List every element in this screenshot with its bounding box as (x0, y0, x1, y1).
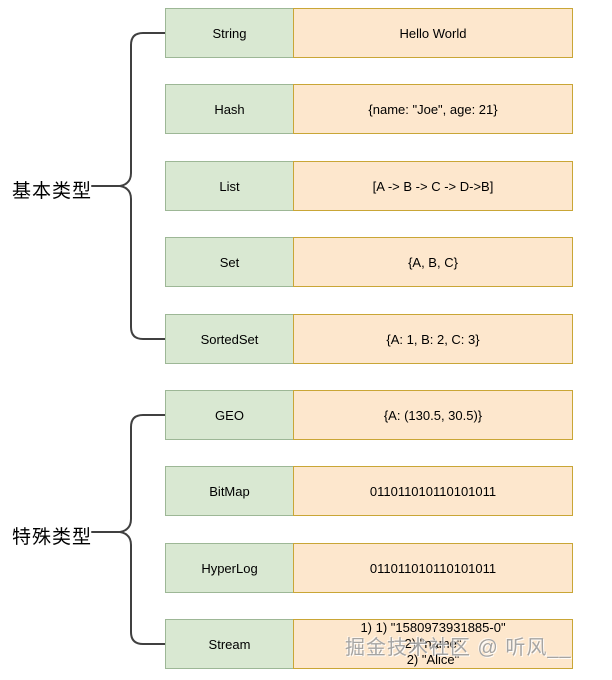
watermark-text: 掘金技术社区 @ 听风__ (345, 637, 572, 659)
row-string: String Hello World (165, 8, 573, 58)
row-hyperlog: HyperLog 011011010110101011 (165, 543, 573, 593)
row-hash: Hash {name: "Joe", age: 21} (165, 84, 573, 134)
value-box-geo: {A: (130.5, 30.5)} (293, 390, 573, 440)
group-label-special-types: 特殊类型 (12, 527, 93, 548)
type-box-sortedset: SortedSet (165, 314, 293, 364)
special-types-brace (119, 414, 166, 645)
row-sortedset: SortedSet {A: 1, B: 2, C: 3} (165, 314, 573, 364)
type-box-geo: GEO (165, 390, 293, 440)
stream-entry-id-line: 1) 1) "1580973931885-0" (360, 620, 506, 635)
row-list: List [A -> B -> C -> D->B] (165, 161, 573, 211)
type-box-list: List (165, 161, 293, 211)
row-set: Set {A, B, C} (165, 237, 573, 287)
value-box-bitmap: 011011010110101011 (293, 466, 573, 516)
group-label-basic-types: 基本类型 (12, 181, 93, 202)
value-box-stream: 1) 1) "1580973931885-0" 2) "name" 2) "Al… (293, 619, 573, 669)
type-box-hyperlog: HyperLog (165, 543, 293, 593)
type-box-bitmap: BitMap (165, 466, 293, 516)
type-box-set: Set (165, 237, 293, 287)
value-box-sortedset: {A: 1, B: 2, C: 3} (293, 314, 573, 364)
value-box-set: {A, B, C} (293, 237, 573, 287)
value-box-list: [A -> B -> C -> D->B] (293, 161, 573, 211)
value-box-hash: {name: "Joe", age: 21} (293, 84, 573, 134)
stream-value-line: 2) "Alice" (406, 652, 460, 667)
row-geo: GEO {A: (130.5, 30.5)} (165, 390, 573, 440)
value-box-string: Hello World (293, 8, 573, 58)
value-box-hyperlog: 011011010110101011 (293, 543, 573, 593)
basic-types-brace (119, 32, 166, 340)
row-bitmap: BitMap 011011010110101011 (165, 466, 573, 516)
row-stream: Stream 1) 1) "1580973931885-0" 2) "name"… (165, 619, 573, 669)
type-box-string: String (165, 8, 293, 58)
type-box-stream: Stream (165, 619, 293, 669)
type-box-hash: Hash (165, 84, 293, 134)
stream-field-line: 2) "name" (404, 636, 462, 651)
